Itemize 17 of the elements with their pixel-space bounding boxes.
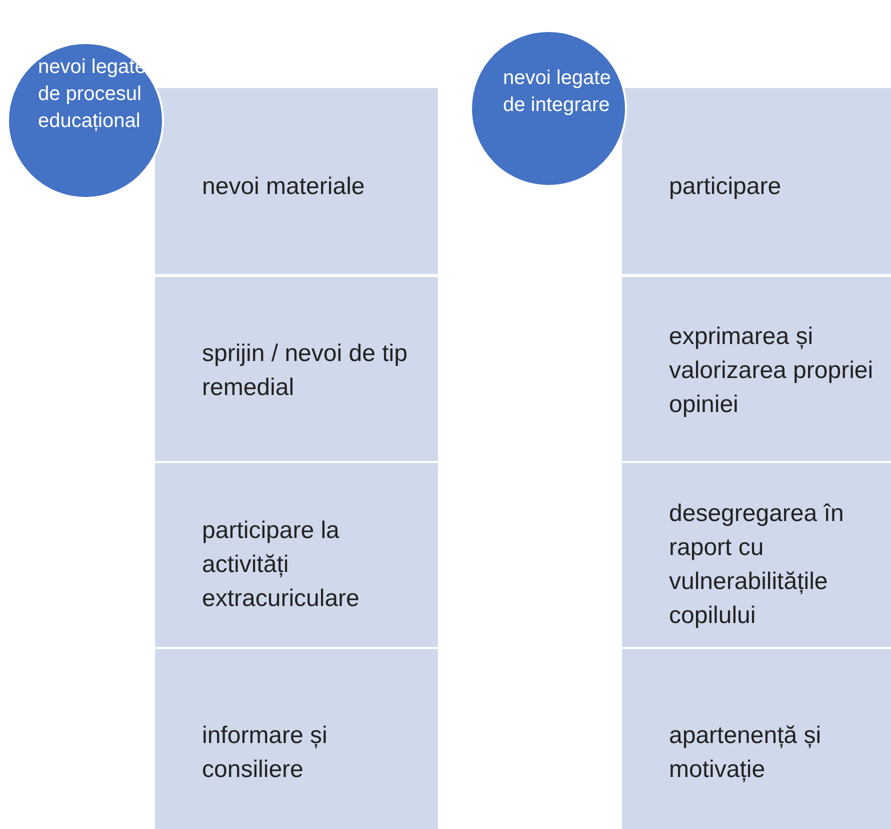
need-panel <box>622 88 891 274</box>
need-panel <box>622 649 891 829</box>
need-panel <box>622 463 891 647</box>
need-label: nevoi materiale <box>202 172 365 202</box>
category-label: nevoi legate de integrare <box>503 66 612 118</box>
need-panel <box>155 463 438 647</box>
need-panel <box>155 88 438 274</box>
need-label: desegregarea în raport cu vulnerabilitățile copilului <box>669 499 845 631</box>
need-label: informare și consiliere <box>202 721 328 785</box>
need-label: participare <box>669 172 782 202</box>
need-panel <box>155 649 438 829</box>
need-label: sprijin / nevoi de tip remedial <box>202 339 408 403</box>
need-label: exprimarea și valorizarea propriei opiniei <box>669 322 874 420</box>
need-label: apartenență și motivație <box>669 721 822 785</box>
need-panel <box>622 277 891 461</box>
need-panel <box>155 277 438 461</box>
need-label: participare la activități extracuriculare <box>202 516 360 614</box>
